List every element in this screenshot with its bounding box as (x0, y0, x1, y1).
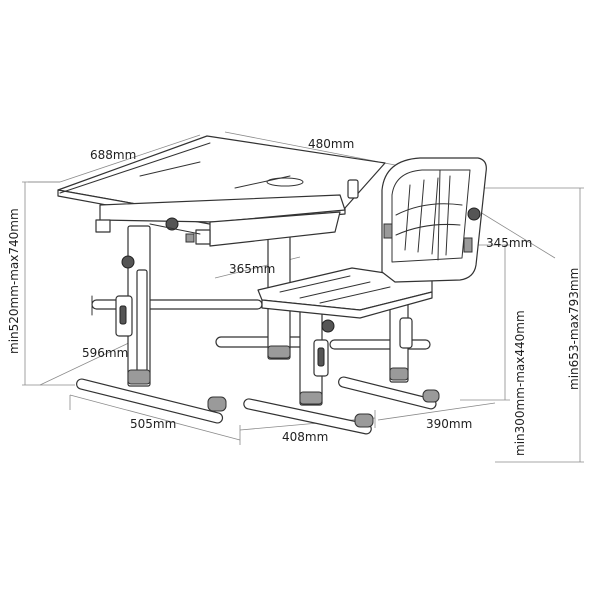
chair-back (381, 157, 487, 283)
chair-seat (257, 267, 433, 319)
chair-back-height-label: 345mm (486, 236, 532, 250)
chair-base-width-label: 408mm (282, 430, 328, 444)
dimension-labels: 688mm 480mm min520mm-max740mm 596mm 505m… (7, 137, 581, 456)
desk-drawer (95, 194, 346, 247)
dimension-lines (22, 131, 584, 463)
chair-seat-height-label: min300mm-max440mm (513, 310, 527, 456)
desk-depth-label: 480mm (308, 137, 354, 151)
chair-base-depth-label: 390mm (426, 417, 472, 431)
desk-leg-gap-label: 365mm (229, 262, 275, 276)
chair (243, 157, 487, 435)
desk-base-width-label: 505mm (130, 417, 176, 431)
desk-width-label: 688mm (90, 148, 136, 162)
desk-foot-depth-label: 596mm (82, 346, 128, 360)
desk (57, 135, 386, 424)
chair-legs (299, 299, 413, 406)
chair-total-height-label: min653-max793mm (567, 268, 581, 390)
desk-height-label: min520mm-max740mm (7, 208, 21, 354)
chair-floor-bars (243, 339, 440, 435)
